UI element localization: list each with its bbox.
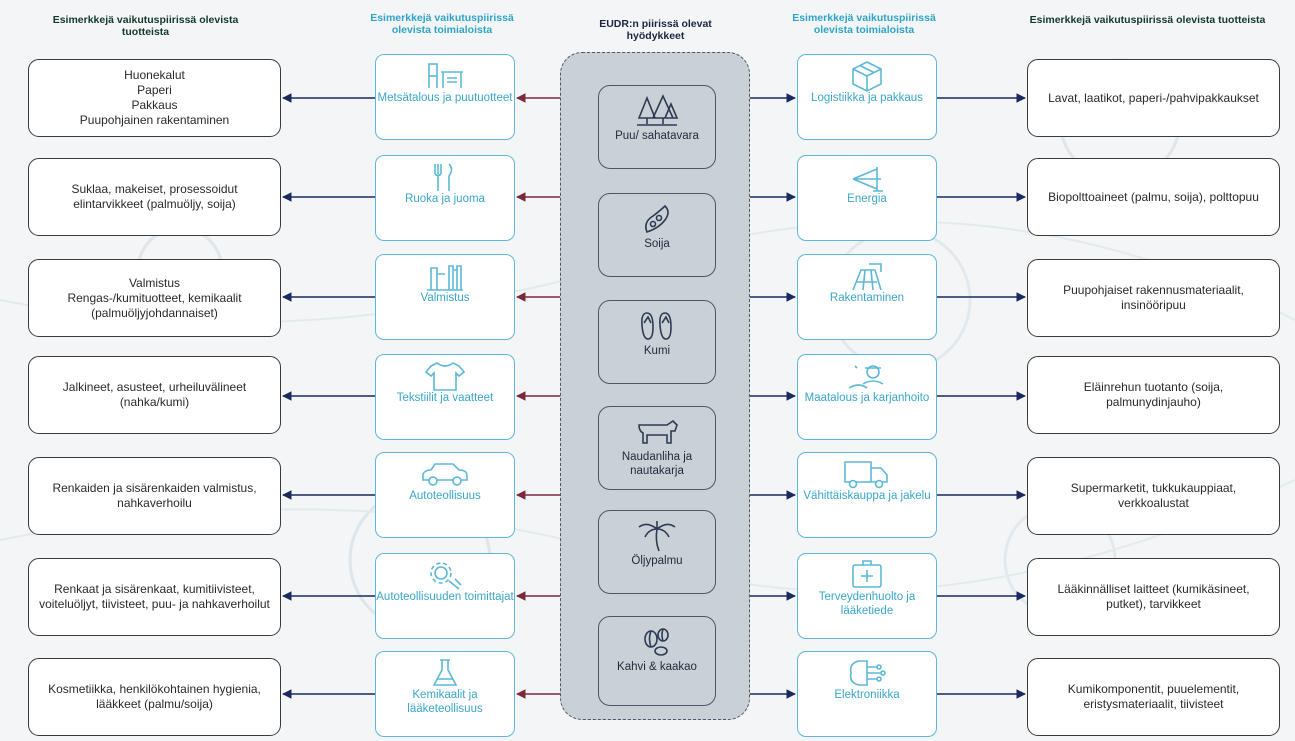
right-product-box: Biopolttoaineet (palmu, soija), polttopu…: [1027, 158, 1280, 236]
left-product-text: Valmistus Rengas-/kumituotteet, kemikaal…: [67, 275, 242, 320]
commodity-label: Puu/ sahatavara: [615, 130, 699, 142]
left-product-box: Kosmetiikka, henkilökohtainen hygienia, …: [28, 658, 281, 736]
left-industry-box: Tekstiilit ja vaatteet: [375, 354, 515, 440]
commodity-label: Öljypalmu: [631, 555, 683, 567]
left-industry-box: Kemikaalit ja lääketeollisuus: [375, 651, 515, 737]
right-industry-label: Elektroniikka: [834, 689, 900, 701]
right-product-text: Biopolttoaineet (palmu, soija), polttopu…: [1048, 189, 1259, 204]
right-industry-box: Elektroniikka: [797, 651, 937, 737]
left-product-text: Renkaat ja sisärenkaat, kumitiivisteet, …: [39, 582, 270, 611]
right-industry-label: Maatalous ja karjanhoito: [804, 392, 930, 404]
left-product-box: Renkaat ja sisärenkaat, kumitiivisteet, …: [28, 558, 281, 636]
header-commodities: EUDR:n piirissä olevat hyödykkeet: [599, 18, 712, 42]
left-industry-label: Valmistus: [420, 292, 470, 304]
commodity-box: Öljypalmu: [598, 510, 716, 594]
flask-icon: [432, 659, 458, 686]
cow-icon: [638, 419, 678, 444]
cutlery-icon: [434, 163, 453, 191]
gear-wrench-icon: [430, 562, 462, 590]
left-industry-box: Ruoka ja juoma: [375, 155, 515, 241]
right-product-text: Lavat, laatikot, paperi-/pahvipakkaukset: [1048, 90, 1259, 105]
commodity-box: Puu/ sahatavara: [598, 85, 716, 169]
right-industry-box: Energia: [797, 155, 937, 241]
left-industry-label: Autoteollisuuden toimittajat: [376, 591, 514, 603]
right-product-box: Puupohjaiset rakennusmateriaalit, insinö…: [1027, 259, 1280, 337]
furniture-icon: [428, 63, 463, 88]
right-product-text: Supermarketit, tukkukauppiaat, verkkoalu…: [1070, 481, 1237, 510]
right-product-box: Lavat, laatikot, paperi-/pahvipakkaukset: [1027, 59, 1280, 137]
left-industry-label: Ruoka ja juoma: [405, 193, 485, 205]
left-product-box: Valmistus Rengas-/kumituotteet, kemikaal…: [28, 259, 281, 337]
right-industry-box: Rakentaminen: [797, 254, 937, 340]
manufacturing-icon: [427, 265, 463, 291]
header-right-industries: Esimerkkejä vaikutuspiirissä olevista to…: [792, 12, 936, 36]
right-product-text: Eläinrehun tuotanto (soija, palmunydinja…: [1083, 380, 1224, 409]
commodity-label: Kahvi & kaakao: [617, 661, 697, 673]
trees-icon: [637, 94, 679, 126]
left-industry-label: Autoteollisuus: [409, 490, 481, 502]
flip-flops-icon: [641, 312, 672, 340]
commodity-box: Soija: [598, 193, 716, 277]
tshirt-icon: [424, 362, 466, 391]
right-product-text: Lääkinnälliset laitteet (kumikäsineet, p…: [1057, 582, 1250, 611]
left-product-text: Renkaiden ja sisärenkaiden valmistus, na…: [52, 481, 257, 510]
left-industry-box: Autoteollisuus: [375, 452, 515, 538]
right-industry-label: Rakentaminen: [829, 292, 905, 304]
left-industry-box: Autoteollisuuden toimittajat: [375, 553, 515, 639]
commodity-box: Kumi: [598, 300, 716, 384]
left-product-text: Jalkineet, asusteet, urheiluvälineet (na…: [62, 380, 247, 409]
left-industry-box: Metsätalous ja puutuotteet: [375, 54, 515, 140]
left-product-text: Kosmetiikka, henkilökohtainen hygienia, …: [48, 682, 261, 711]
right-industry-label: Terveydenhuolto ja lääketiede: [818, 591, 916, 617]
left-product-box: Jalkineet, asusteet, urheiluvälineet (na…: [28, 356, 281, 434]
commodity-label: Naudanliha ja nautakarja: [621, 451, 693, 477]
circuit-icon: [849, 660, 886, 686]
right-industry-box: Terveydenhuolto ja lääketiede: [797, 553, 937, 639]
construction-icon: [852, 263, 882, 291]
wind-turbine-icon: [852, 167, 883, 192]
right-product-box: Eläinrehun tuotanto (soija, palmunydinja…: [1027, 356, 1280, 434]
coffee-beans-icon: [644, 628, 669, 656]
left-product-text: Huonekalut Paperi Pakkaus Puupohjainen r…: [79, 68, 230, 127]
left-industry-box: Valmistus: [375, 254, 515, 340]
commodity-box: Naudanliha ja nautakarja: [598, 406, 716, 490]
header-left-products: Esimerkkejä vaikutuspiirissä olevista tu…: [52, 14, 239, 38]
left-industry-label: Metsätalous ja puutuotteet: [377, 92, 513, 104]
right-industry-label: Energia: [847, 193, 887, 205]
right-industry-box: Logistiikka ja pakkaus: [797, 54, 937, 140]
right-product-text: Kumikomponentit, puuelementit, eristysma…: [1067, 682, 1240, 711]
left-industry-label: Tekstiilit ja vaatteet: [396, 392, 494, 404]
right-industry-box: Vähittäiskauppa ja jakelu: [797, 452, 937, 538]
left-product-box: Huonekalut Paperi Pakkaus Puupohjainen r…: [28, 59, 281, 137]
right-product-box: Supermarketit, tukkukauppiaat, verkkoalu…: [1027, 457, 1280, 535]
right-industry-label: Vähittäiskauppa ja jakelu: [803, 490, 931, 502]
right-product-box: Lääkinnälliset laitteet (kumikäsineet, p…: [1027, 558, 1280, 636]
right-product-box: Kumikomponentit, puuelementit, eristysma…: [1027, 658, 1280, 736]
left-product-text: Suklaa, makeiset, prosessoidut elintarvi…: [71, 182, 238, 211]
left-product-box: Renkaiden ja sisärenkaiden valmistus, na…: [28, 457, 281, 535]
palm-tree-icon: [638, 521, 676, 552]
right-industry-label: Logistiikka ja pakkaus: [811, 92, 923, 104]
right-industry-box: Maatalous ja karjanhoito: [797, 354, 937, 440]
commodity-label: Kumi: [643, 345, 671, 357]
right-product-text: Puupohjaiset rakennusmateriaalit, insinö…: [1063, 283, 1244, 312]
farmer-icon: [848, 365, 884, 389]
left-product-box: Suklaa, makeiset, prosessoidut elintarvi…: [28, 158, 281, 236]
commodity-label: Soija: [644, 238, 670, 250]
truck-icon: [844, 461, 888, 489]
medical-kit-icon: [852, 560, 882, 588]
header-right-products: Esimerkkejä vaikutuspiirissä olevista tu…: [1029, 14, 1266, 26]
soy-icon: [645, 204, 669, 233]
commodity-box: Kahvi & kaakao: [598, 616, 716, 706]
car-icon: [422, 463, 468, 486]
header-left-industries: Esimerkkejä vaikutuspiirissä olevista to…: [370, 12, 514, 36]
left-industry-label: Kemikaalit ja lääketeollisuus: [407, 689, 483, 715]
package-icon: [852, 61, 882, 92]
